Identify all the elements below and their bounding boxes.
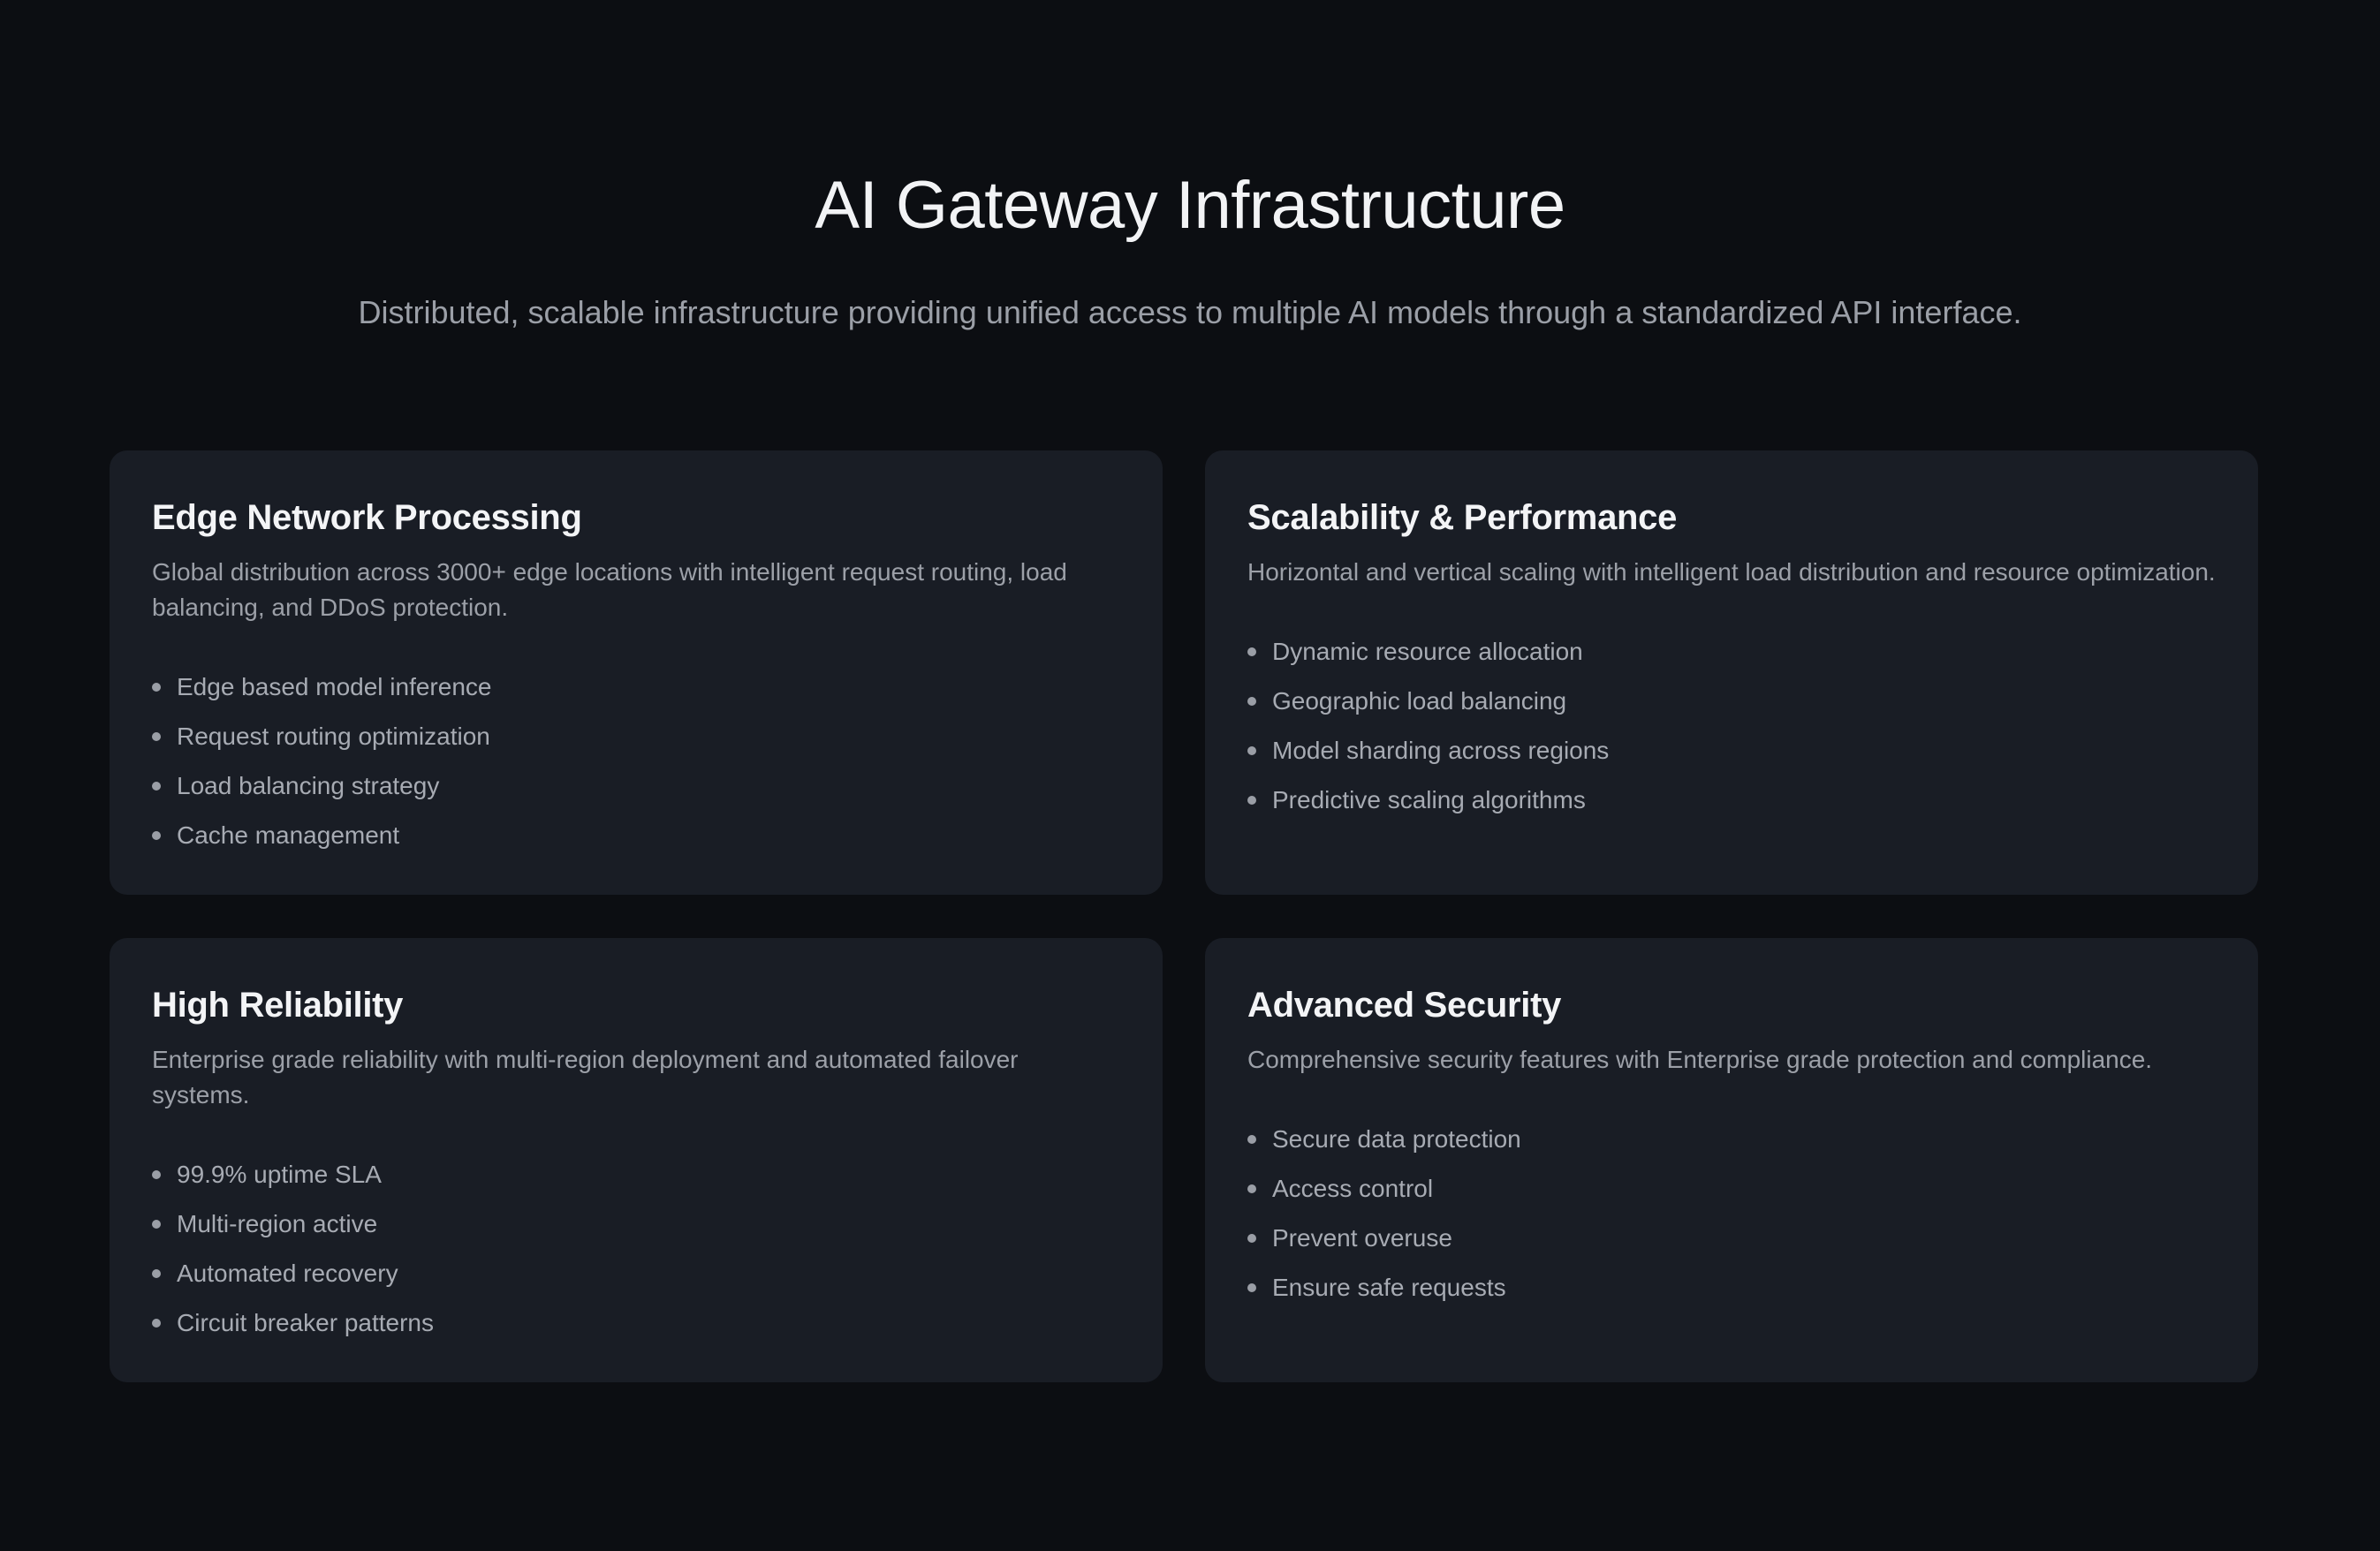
card-description: Global distribution across 3000+ edge lo… (152, 558, 1067, 621)
list-item: Secure data protection (1247, 1115, 2216, 1164)
feature-list: Dynamic resource allocation Geographic l… (1247, 627, 2216, 825)
feature-list: Edge based model inference Request routi… (152, 662, 1120, 860)
card-description: Horizontal and vertical scaling with int… (1247, 558, 2216, 586)
bullet-icon (152, 1269, 161, 1278)
card-edge-network-processing: Edge Network Processing Global distribut… (110, 450, 1163, 895)
feature-label: Dynamic resource allocation (1272, 638, 1583, 665)
feature-label: Cache management (177, 821, 400, 849)
bullet-icon (152, 782, 161, 791)
card-description: Enterprise grade reliability with multi-… (152, 1046, 1019, 1108)
list-item: Dynamic resource allocation (1247, 627, 2216, 677)
card-title: High Reliability (152, 986, 404, 1025)
bullet-icon (1247, 746, 1256, 755)
list-item: Request routing optimization (152, 712, 1120, 761)
bullet-icon (152, 1319, 161, 1328)
card-title: Scalability & Performance (1247, 498, 1678, 537)
bullet-icon (1247, 1234, 1256, 1243)
feature-label: Geographic load balancing (1272, 687, 1567, 715)
bullet-icon (1247, 1283, 1256, 1292)
bullet-icon (152, 831, 161, 840)
feature-label: Automated recovery (177, 1260, 398, 1287)
list-item: Access control (1247, 1164, 2216, 1214)
bullet-icon (1247, 647, 1256, 656)
list-item: Geographic load balancing (1247, 677, 2216, 726)
page-title: AI Gateway Infrastructure (815, 168, 1565, 243)
bullet-icon (152, 732, 161, 741)
list-item: 99.9% uptime SLA (152, 1150, 1120, 1199)
feature-label: 99.9% uptime SLA (177, 1161, 382, 1188)
bullet-icon (1247, 697, 1256, 706)
list-item: Edge based model inference (152, 662, 1120, 712)
feature-label: Secure data protection (1272, 1125, 1521, 1153)
list-item: Cache management (152, 811, 1120, 860)
feature-label: Multi-region active (177, 1210, 378, 1237)
feature-label: Edge based model inference (177, 673, 492, 700)
feature-label: Model sharding across regions (1272, 737, 1610, 764)
page-subtitle: Distributed, scalable infrastructure pro… (358, 294, 2022, 330)
list-item: Load balancing strategy (152, 761, 1120, 811)
bullet-icon (152, 683, 161, 692)
feature-label: Circuit breaker patterns (177, 1309, 435, 1336)
list-item: Model sharding across regions (1247, 726, 2216, 776)
feature-label: Predictive scaling algorithms (1272, 786, 1586, 813)
bullet-icon (1247, 1135, 1256, 1144)
bullet-icon (152, 1220, 161, 1229)
card-scalability-performance: Scalability & Performance Horizontal and… (1205, 450, 2258, 895)
card-advanced-security: Advanced Security Comprehensive security… (1205, 938, 2258, 1382)
card-high-reliability: High Reliability Enterprise grade reliab… (110, 938, 1163, 1382)
card-title: Edge Network Processing (152, 498, 582, 537)
list-item: Circuit breaker patterns (152, 1298, 1120, 1348)
feature-label: Access control (1272, 1175, 1434, 1202)
list-item: Ensure safe requests (1247, 1263, 2216, 1313)
bullet-icon (1247, 796, 1256, 805)
feature-label: Prevent overuse (1272, 1224, 1452, 1252)
feature-list: 99.9% uptime SLA Multi-region active Aut… (152, 1150, 1120, 1348)
list-item: Automated recovery (152, 1249, 1120, 1298)
feature-label: Request routing optimization (177, 723, 490, 750)
feature-label: Load balancing strategy (177, 772, 440, 799)
list-item: Multi-region active (152, 1199, 1120, 1249)
feature-label: Ensure safe requests (1272, 1274, 1506, 1301)
feature-card-grid: Edge Network Processing Global distribut… (110, 450, 2258, 1382)
list-item: Prevent overuse (1247, 1214, 2216, 1263)
card-title: Advanced Security (1247, 986, 1562, 1025)
bullet-icon (1247, 1184, 1256, 1193)
feature-list: Secure data protection Access control Pr… (1247, 1115, 2216, 1313)
bullet-icon (152, 1170, 161, 1179)
card-description: Comprehensive security features with Ent… (1247, 1046, 2153, 1073)
list-item: Predictive scaling algorithms (1247, 776, 2216, 825)
